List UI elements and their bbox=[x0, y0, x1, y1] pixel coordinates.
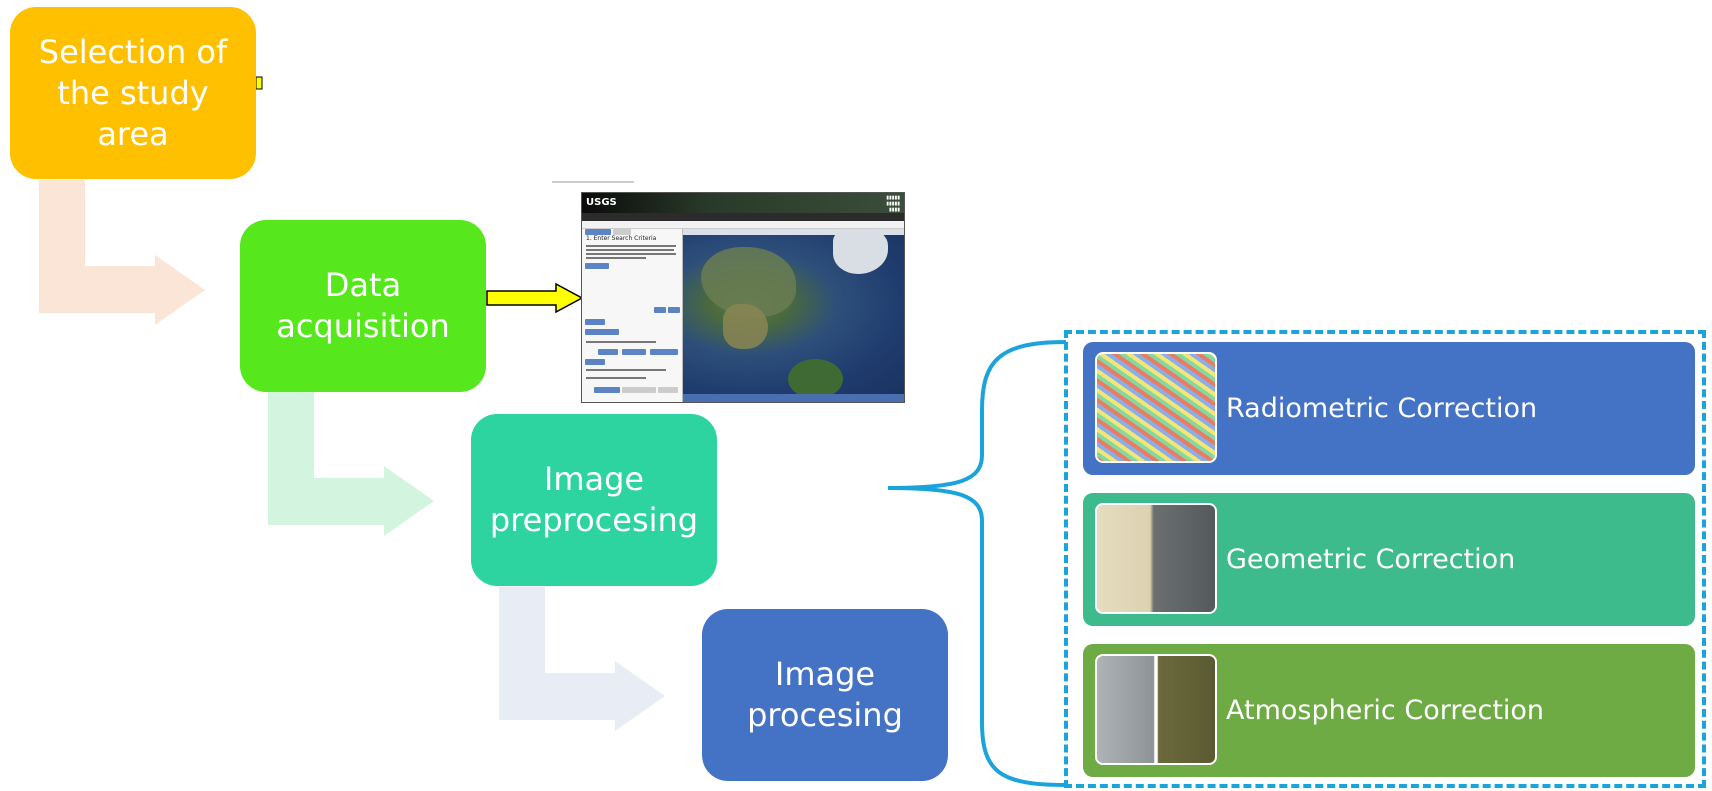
atmospheric-correction-card: Atmospheric Correction bbox=[1083, 644, 1695, 777]
bent-arrow-3 bbox=[499, 587, 665, 731]
step-selection-study-area: Selection of the study area bbox=[10, 7, 256, 179]
radiometric-correction-card: Radiometric Correction bbox=[1083, 342, 1695, 475]
bent-arrow-2 bbox=[268, 392, 434, 536]
corrections-dashed-box bbox=[1064, 330, 1706, 788]
step-line: preprocesing bbox=[489, 501, 699, 539]
step-image-processing: Image procesing bbox=[702, 609, 948, 781]
usgs-nav bbox=[582, 221, 904, 229]
usgs-subheader bbox=[582, 213, 904, 221]
radiometric-thumbnail bbox=[1095, 352, 1217, 463]
atmospheric-thumbnail bbox=[1095, 654, 1217, 765]
step-image-preprocessing: Image preprocesing bbox=[471, 414, 717, 586]
usgs-map bbox=[683, 229, 904, 399]
usgs-earthexplorer-screenshot: USGS ▮▮▮▮▮▮▮▮▮▮▮▮▮▮ 1. Enter Search Crit… bbox=[581, 192, 905, 403]
step-data-acquisition: Data acquisition bbox=[240, 220, 486, 392]
step-line: procesing bbox=[747, 696, 903, 734]
step-line: acquisition bbox=[276, 307, 450, 345]
step-line: the study bbox=[57, 73, 209, 112]
yellow-arrow bbox=[486, 282, 584, 314]
usgs-header-links: ▮▮▮▮▮▮▮▮▮▮▮▮▮▮ bbox=[886, 195, 900, 213]
geometric-correction-card: Geometric Correction bbox=[1083, 493, 1695, 626]
curly-brace bbox=[887, 340, 1067, 787]
step-line: area bbox=[97, 114, 169, 153]
correction-label: Geometric Correction bbox=[1226, 544, 1516, 575]
bent-arrow-1 bbox=[39, 180, 205, 325]
correction-label: Atmospheric Correction bbox=[1226, 695, 1545, 726]
yellow-stub bbox=[255, 76, 263, 90]
step-line: Selection of bbox=[38, 32, 228, 71]
geometric-thumbnail bbox=[1095, 503, 1217, 614]
usgs-search-panel: 1. Enter Search Criteria bbox=[582, 229, 683, 402]
step-line: Image bbox=[543, 460, 645, 498]
usgs-header: USGS ▮▮▮▮▮▮▮▮▮▮▮▮▮▮ bbox=[582, 193, 904, 213]
correction-label: Radiometric Correction bbox=[1226, 393, 1538, 424]
step-line: Data bbox=[324, 266, 402, 304]
usgs-panel-title: 1. Enter Search Criteria bbox=[586, 235, 657, 242]
usgs-logo: USGS bbox=[586, 197, 617, 208]
step-line: Image bbox=[774, 655, 876, 693]
